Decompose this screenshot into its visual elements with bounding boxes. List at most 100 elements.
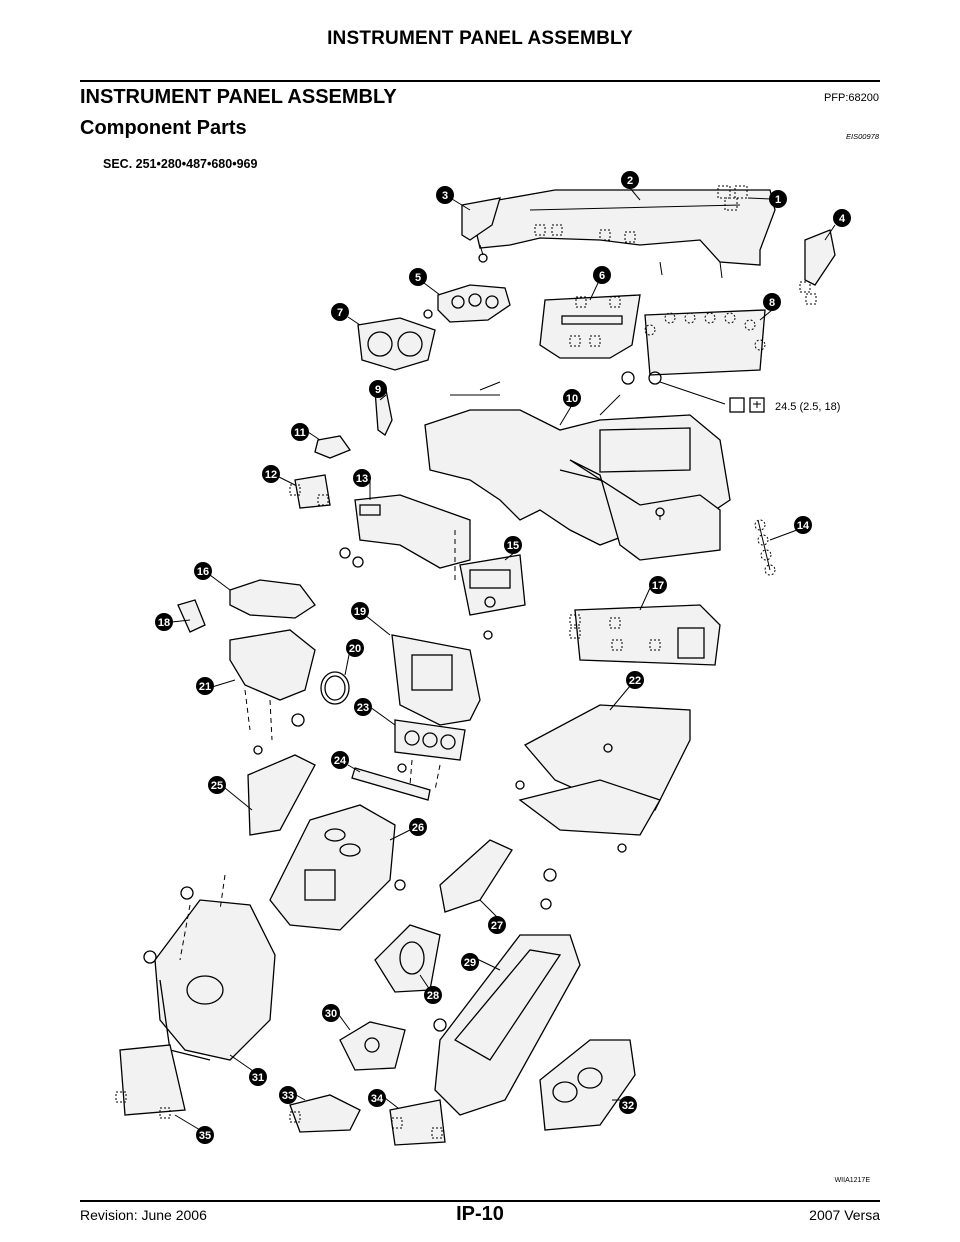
part-fastener-row-27: [351, 767, 431, 801]
callout-35: 35: [196, 1126, 214, 1144]
part-bracket-21: [339, 1021, 406, 1071]
svg-text:6: 6: [599, 270, 605, 282]
callout-12: 12: [262, 465, 280, 483]
callout-1: 1: [769, 190, 787, 208]
part-console-body: [433, 934, 581, 1116]
callout-24: 24: [331, 751, 349, 769]
svg-text:28: 28: [427, 990, 439, 1002]
part-bezel-10: [289, 474, 331, 509]
svg-text:7: 7: [337, 307, 343, 319]
callout-33: 33: [279, 1086, 297, 1104]
callout-15: 15: [504, 536, 522, 554]
callout-21: 21: [196, 677, 214, 695]
callout-8: 8: [763, 293, 781, 311]
svg-text:10: 10: [566, 393, 578, 405]
footer-revision: Revision: June 2006: [80, 1207, 207, 1223]
section-title: INSTRUMENT PANEL ASSEMBLY: [80, 86, 397, 108]
header-rule: [80, 80, 880, 82]
part-fastener-row-33: [754, 519, 776, 576]
callout-7: 7: [331, 303, 349, 321]
torque-value: 24.5 (2.5, 18): [775, 401, 840, 413]
callout-20: 20: [346, 639, 364, 657]
part-passenger-lid: [621, 309, 766, 385]
part-switch-9: [314, 435, 352, 459]
svg-text:2: 2: [627, 175, 633, 187]
callout-29: 29: [461, 953, 479, 971]
part-ac-control: [394, 719, 466, 791]
callout-9: 9: [369, 380, 387, 398]
svg-text:11: 11: [294, 427, 306, 439]
svg-text:35: 35: [199, 1130, 211, 1142]
svg-text:1: 1: [775, 194, 781, 206]
svg-text:4: 4: [839, 213, 846, 225]
callout-11: 11: [291, 423, 309, 441]
part-side-cover-right: [799, 229, 836, 305]
svg-text:8: 8: [769, 297, 775, 309]
part-cluster-lid: [423, 284, 511, 323]
pfp-code: PFP:68200: [823, 92, 879, 104]
svg-text:13: 13: [356, 473, 368, 485]
part-console-finisher-19: [269, 804, 406, 931]
torque-spec: 24.5 (2.5, 18): [659, 381, 840, 413]
callout-6: 6: [593, 266, 611, 284]
page-header: INSTRUMENT PANEL ASSEMBLY: [327, 28, 633, 49]
part-console-armrest: [143, 874, 276, 1061]
svg-text:9: 9: [375, 384, 381, 396]
callout-19: 19: [351, 602, 369, 620]
svg-text:30: 30: [325, 1008, 337, 1020]
callout-3: 3: [436, 186, 454, 204]
svg-text:18: 18: [158, 617, 170, 629]
callout-18: 18: [155, 613, 173, 631]
svg-text:24: 24: [334, 755, 347, 767]
part-cluster-lid-right: [569, 604, 721, 666]
svg-text:15: 15: [507, 540, 519, 552]
svg-text:31: 31: [252, 1072, 264, 1084]
callout-31: 31: [249, 1068, 267, 1086]
part-column-cover-lower: [229, 629, 316, 741]
part-glove-box: [515, 704, 691, 853]
callout-26: 26: [409, 818, 427, 836]
svg-text:25: 25: [211, 780, 223, 792]
callout-5: 5: [409, 268, 427, 286]
svg-text:27: 27: [491, 920, 503, 932]
svg-text:20: 20: [349, 643, 361, 655]
svg-text:17: 17: [652, 580, 664, 592]
callout-28: 28: [424, 986, 442, 1004]
footer-rule: [80, 1200, 880, 1202]
svg-text:21: 21: [199, 681, 211, 693]
callout-4: 4: [833, 209, 851, 227]
svg-text:22: 22: [629, 675, 641, 687]
part-combination-meter: [357, 317, 436, 371]
part-bracket-13: [177, 599, 206, 633]
svg-text:26: 26: [412, 822, 424, 834]
svg-text:23: 23: [357, 702, 369, 714]
part-finisher-20: [289, 1094, 361, 1133]
callout-17: 17: [649, 576, 667, 594]
svg-text:3: 3: [442, 190, 448, 202]
part-rear-console-finisher: [539, 1039, 636, 1131]
callout-30: 30: [322, 1004, 340, 1022]
sec-label: SEC. 251•280•487•680•969: [103, 157, 258, 171]
callout-2: 2: [621, 171, 639, 189]
callout-14: 14: [794, 516, 812, 534]
part-instrument-panel-main: [424, 381, 731, 561]
svg-text:14: 14: [797, 520, 810, 532]
svg-text:29: 29: [464, 957, 476, 969]
part-side-cover-left: [461, 197, 501, 263]
svg-text:34: 34: [371, 1093, 384, 1105]
part-rear-finisher-17: [115, 1044, 186, 1119]
callout-32: 32: [619, 1096, 637, 1114]
svg-text:33: 33: [282, 1090, 294, 1102]
part-column-cover-upper: [229, 579, 316, 619]
callout-23: 23: [354, 698, 372, 716]
footer-model: 2007 Versa: [809, 1207, 880, 1223]
callout-34: 34: [368, 1089, 386, 1107]
part-ring-15: [320, 671, 350, 705]
subsection-ref: EIS00978: [846, 132, 879, 141]
svg-text:12: 12: [265, 469, 277, 481]
part-finisher-16: [247, 745, 316, 836]
part-upper-panel: [469, 185, 776, 279]
subsection-title: Component Parts: [80, 117, 247, 139]
part-bracket-23: [389, 1099, 446, 1146]
